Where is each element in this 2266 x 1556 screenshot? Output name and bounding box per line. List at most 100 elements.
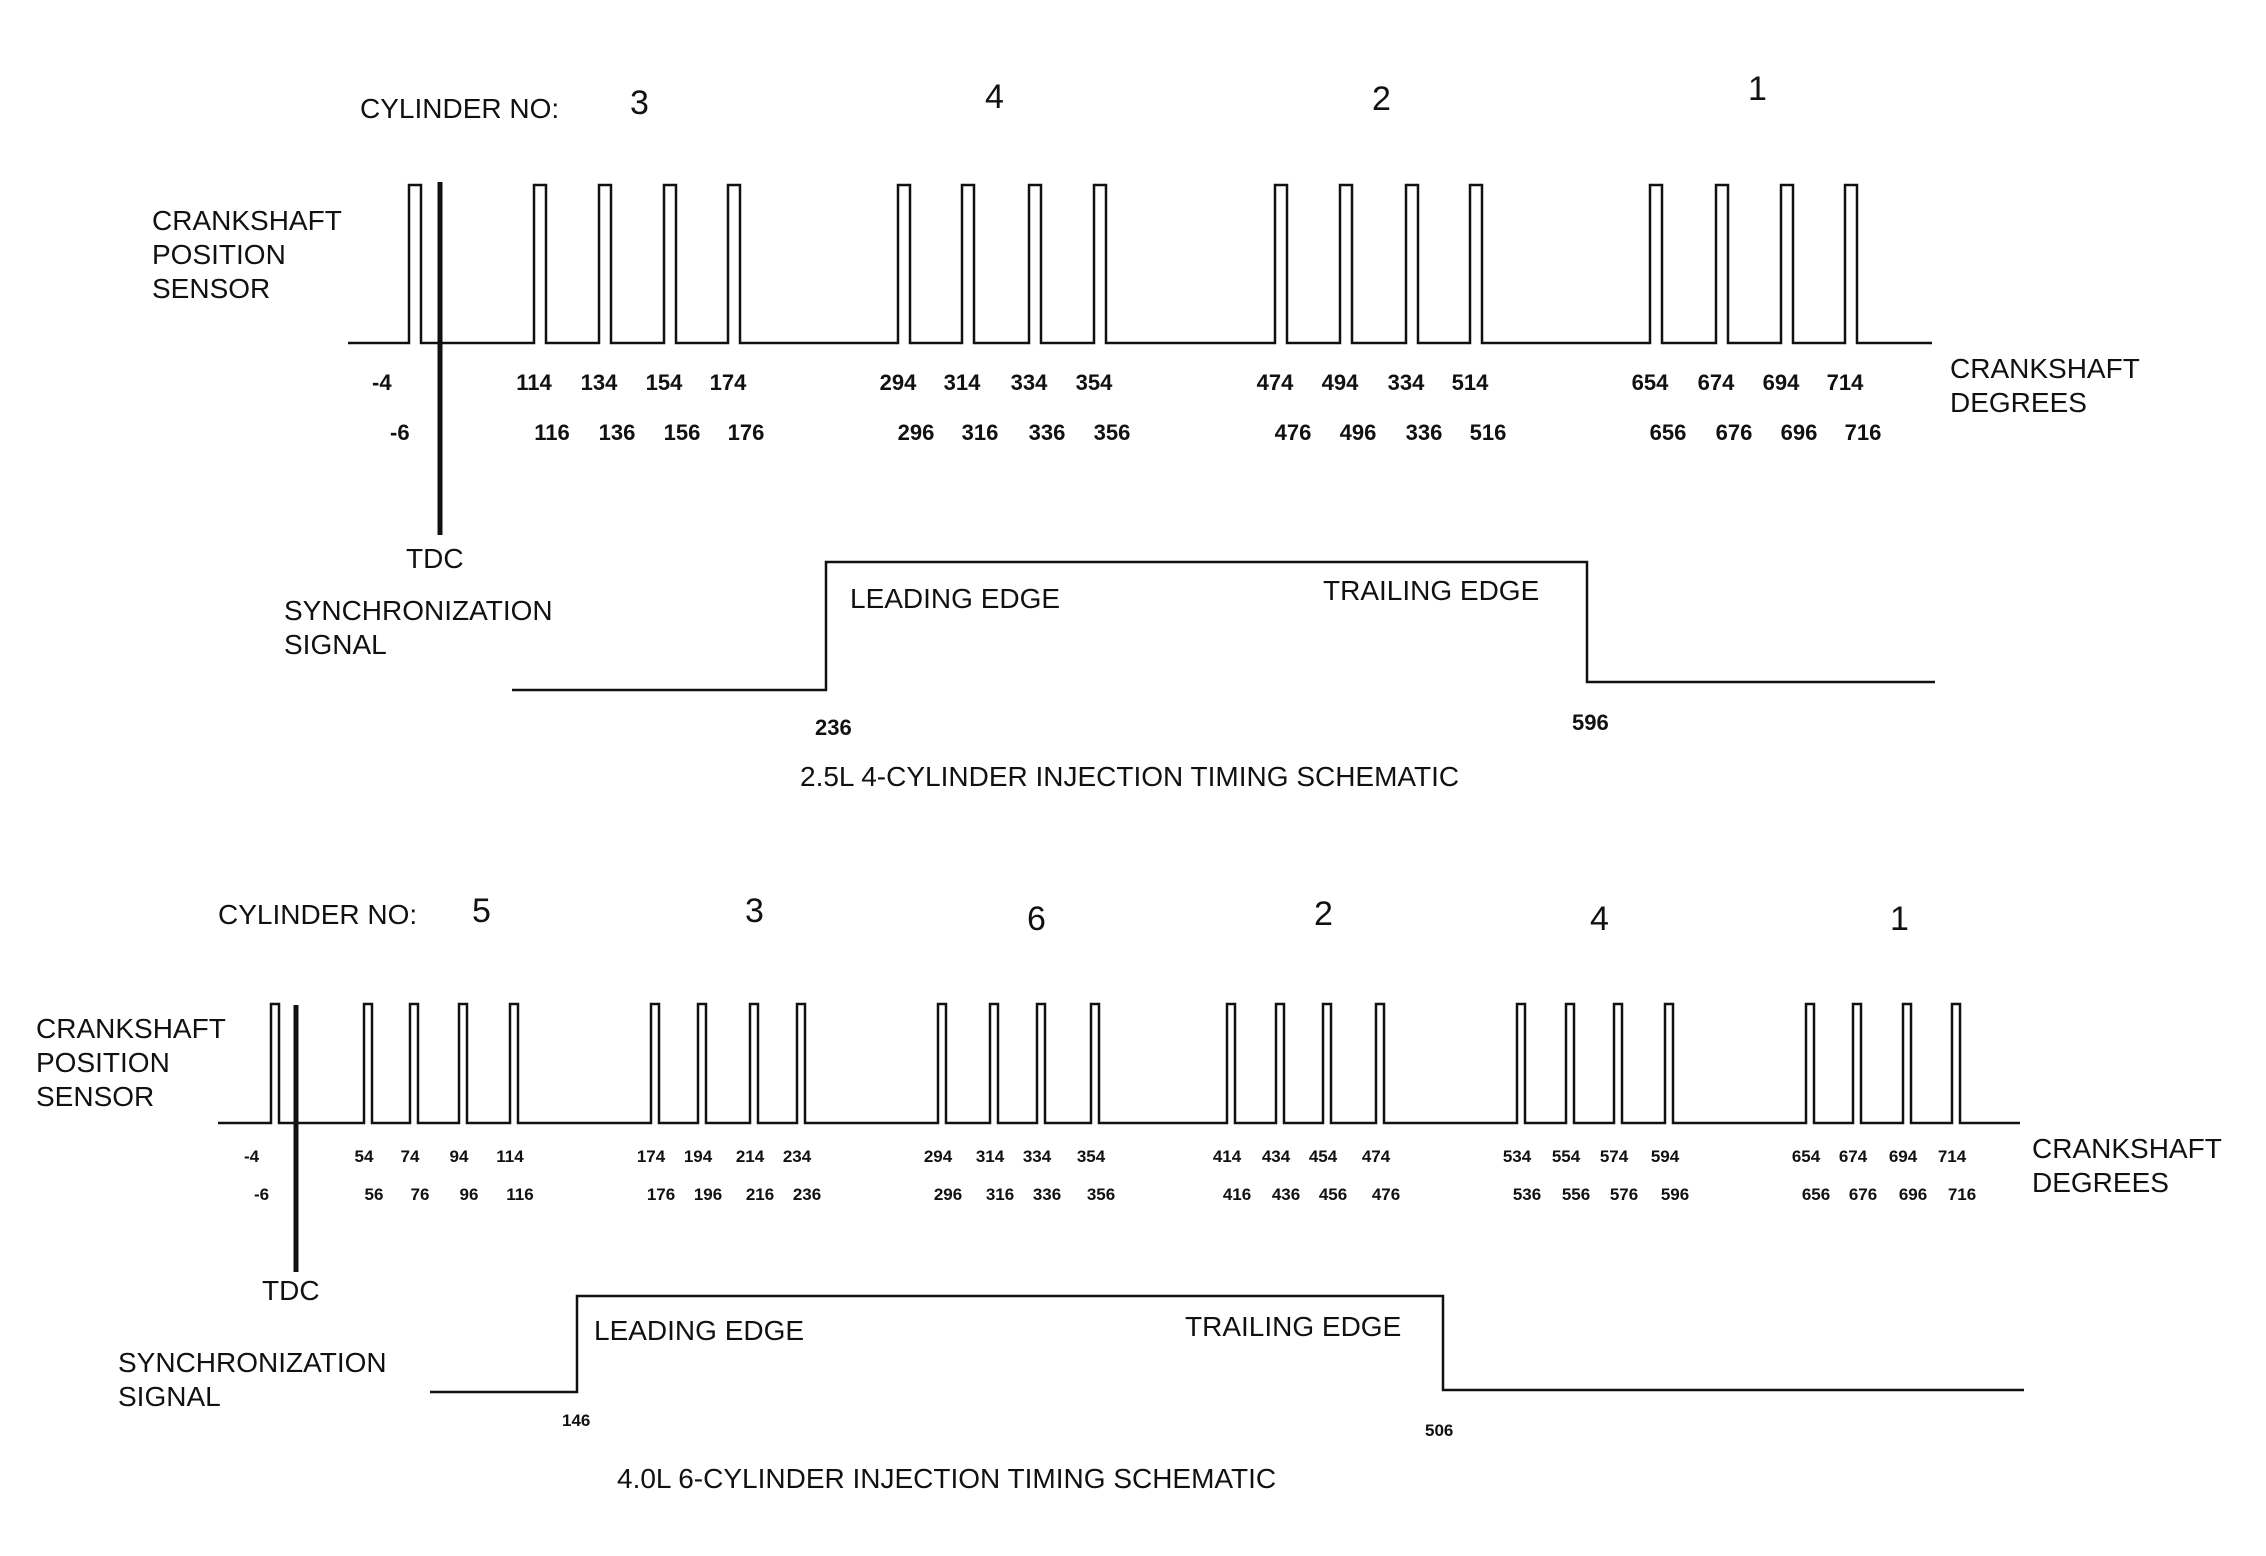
degree-labels: 5456747694961141161741761941962142162342… xyxy=(355,1147,1977,1204)
crankshaft-sensor-waveform xyxy=(218,1002,2020,1125)
fall-degree-label: 696 xyxy=(1781,420,1818,445)
tdc-label: TDC xyxy=(262,1275,320,1306)
sensor-label-line: POSITION xyxy=(36,1047,170,1078)
fall-degree-label: 516 xyxy=(1470,420,1507,445)
fall-degree-label: 656 xyxy=(1802,1185,1830,1204)
leading-edge-label: LEADING EDGE xyxy=(850,583,1060,614)
fall-degree-label: 296 xyxy=(898,420,935,445)
rise-degree-label: 214 xyxy=(736,1147,765,1166)
sync-label-line: SYNCHRONIZATION xyxy=(118,1347,387,1378)
sync-label-line: SIGNAL xyxy=(284,629,387,660)
rise-degree-label: 674 xyxy=(1698,370,1735,395)
degree-labels: 1141161341361541561741762942963143163343… xyxy=(516,370,1881,445)
crankshaft-sensor-waveform xyxy=(348,183,1932,345)
fall-degree-label: 356 xyxy=(1094,420,1131,445)
fall-degree-label: 336 xyxy=(1029,420,1066,445)
rise-degree-label: 174 xyxy=(637,1147,666,1166)
fall-degree-label: 576 xyxy=(1610,1185,1638,1204)
rise-degree-label: 194 xyxy=(684,1147,713,1166)
fall-degree-label: 316 xyxy=(962,420,999,445)
degrees-label-line: DEGREES xyxy=(1950,387,2087,418)
tdc-label: TDC xyxy=(406,543,464,574)
degrees-label-line: CRANKSHAFT xyxy=(1950,353,2140,384)
fall-degree-label: 696 xyxy=(1899,1185,1927,1204)
rise-degree-label: 694 xyxy=(1889,1147,1918,1166)
rise-degree-label: 154 xyxy=(646,370,683,395)
rise-degree-label: 694 xyxy=(1763,370,1800,395)
cylinder-no-label: CYLINDER NO: xyxy=(360,93,559,124)
fall-degree-label: 496 xyxy=(1340,420,1377,445)
sensor-label-line: POSITION xyxy=(152,239,286,270)
rise-degree-label: 54 xyxy=(355,1147,374,1166)
fall-degree-label: 176 xyxy=(728,420,765,445)
rise-degree-label: 294 xyxy=(924,1147,953,1166)
rise-degree-label: 294 xyxy=(880,370,917,395)
cylinder-number: 4 xyxy=(1590,900,1609,938)
cylinder-number: 1 xyxy=(1890,900,1909,938)
rise-degree-label: 434 xyxy=(1262,1147,1291,1166)
rise-degree-label: 334 xyxy=(1023,1147,1052,1166)
fall-degree-label: 356 xyxy=(1087,1185,1115,1204)
fall-degree-label: 596 xyxy=(1661,1185,1689,1204)
rise-degree-label: 654 xyxy=(1792,1147,1821,1166)
fall-degree-label: 336 xyxy=(1033,1185,1061,1204)
fall-degree-label: 176 xyxy=(647,1185,675,1204)
rise-degree-label: 74 xyxy=(401,1147,420,1166)
fall-degree-label: 656 xyxy=(1650,420,1687,445)
fall-degree-label: 476 xyxy=(1275,420,1312,445)
rise-degree-label: 454 xyxy=(1309,1147,1338,1166)
rise-degree-label: 354 xyxy=(1076,370,1113,395)
rise-degree-label: 474 xyxy=(1257,370,1294,395)
rise-degree-label: 674 xyxy=(1839,1147,1868,1166)
fall-degree-label: 156 xyxy=(664,420,701,445)
rise-degree-label: 354 xyxy=(1077,1147,1106,1166)
cylinder-number: 1 xyxy=(1748,70,1767,108)
sensor-label-line: SENSOR xyxy=(152,273,270,304)
reference-rise-degree: -4 xyxy=(244,1147,260,1166)
rise-degree-label: 134 xyxy=(581,370,618,395)
synchronization-signal-waveform xyxy=(430,1294,2024,1394)
rise-degree-label: 594 xyxy=(1651,1147,1680,1166)
fall-degree-label: 336 xyxy=(1406,420,1443,445)
sync-start-degree: 146 xyxy=(562,1411,590,1430)
fall-degree-label: 716 xyxy=(1845,420,1882,445)
fall-degree-label: 676 xyxy=(1849,1185,1877,1204)
cylinder-number: 5 xyxy=(472,892,491,930)
fall-degree-label: 316 xyxy=(986,1185,1014,1204)
rise-degree-label: 714 xyxy=(1827,370,1864,395)
rise-degree-label: 574 xyxy=(1600,1147,1629,1166)
rise-degree-label: 114 xyxy=(516,370,552,395)
fall-degree-label: 436 xyxy=(1272,1185,1300,1204)
trailing-edge-label: TRAILING EDGE xyxy=(1185,1311,1401,1342)
fall-degree-label: 56 xyxy=(365,1185,384,1204)
rise-degree-label: 494 xyxy=(1322,370,1359,395)
sensor-label-line: CRANKSHAFT xyxy=(36,1013,226,1044)
sync-end-degree: 596 xyxy=(1572,710,1609,735)
degrees-label-line: DEGREES xyxy=(2032,1167,2169,1198)
diagram-6-cylinder: CYLINDER NO: 5 3 6 2 4 1 CRANKSHAFT POSI… xyxy=(36,892,2222,1494)
fall-degree-label: 456 xyxy=(1319,1185,1347,1204)
degrees-label-line: CRANKSHAFT xyxy=(2032,1133,2222,1164)
trailing-edge-label: TRAILING EDGE xyxy=(1323,575,1539,606)
fall-degree-label: 416 xyxy=(1223,1185,1251,1204)
fall-degree-label: 136 xyxy=(599,420,636,445)
cylinder-no-label: CYLINDER NO: xyxy=(218,899,417,930)
fall-degree-label: 676 xyxy=(1716,420,1753,445)
rise-degree-label: 554 xyxy=(1552,1147,1581,1166)
fall-degree-label: 196 xyxy=(694,1185,722,1204)
reference-fall-degree: -6 xyxy=(390,420,410,445)
rise-degree-label: 654 xyxy=(1632,370,1669,395)
diagram-4-cylinder: CYLINDER NO: 3 4 2 1 CRANKSHAFT POSITION… xyxy=(152,70,2140,792)
fall-degree-label: 216 xyxy=(746,1185,774,1204)
rise-degree-label: 234 xyxy=(783,1147,812,1166)
rise-degree-label: 514 xyxy=(1452,370,1489,395)
cylinder-number: 3 xyxy=(630,84,649,122)
fall-degree-label: 116 xyxy=(506,1185,533,1204)
rise-degree-label: 474 xyxy=(1362,1147,1391,1166)
cylinder-number: 4 xyxy=(985,78,1004,116)
rise-degree-label: 94 xyxy=(450,1147,469,1166)
cylinder-number: 2 xyxy=(1314,895,1333,933)
cylinder-number: 3 xyxy=(745,892,764,930)
rise-degree-label: 114 xyxy=(496,1147,524,1166)
